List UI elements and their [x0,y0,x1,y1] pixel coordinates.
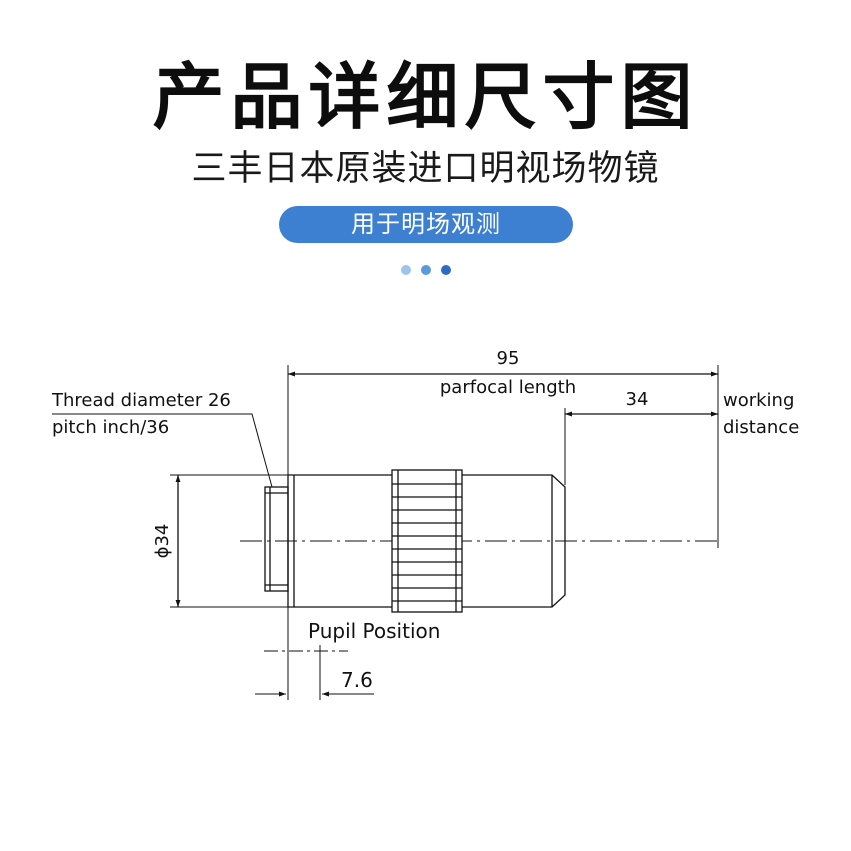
working-distance-label-2: distance [723,417,799,438]
working-distance-label-1: working [723,390,794,411]
page-title: 产品详细尺寸图 [152,55,699,139]
diameter-label: ϕ34 [152,524,173,559]
usage-badge: 用于明场观测 [279,206,573,243]
page-subtitle: 三丰日本原装进口明视场物镜 [191,149,660,189]
pager-dot-3 [441,265,451,275]
thread-leader-line [52,413,273,488]
knurled-ring [391,469,463,613]
pupil-position-marks [255,650,374,697]
pupil-position-label: Pupil Position [308,619,440,643]
pager-dot-1 [401,265,411,275]
thread-label-2: pitch inch/36 [52,417,169,438]
parfocal-label: parfocal length [440,377,576,398]
thread-label-1: Thread diameter 26 [51,390,231,411]
working-distance-value: 34 [626,389,649,410]
pupil-position-value: 7.6 [341,668,373,692]
parfocal-value: 95 [497,348,520,369]
thread-section [264,486,289,592]
pager-dot-2 [421,265,431,275]
